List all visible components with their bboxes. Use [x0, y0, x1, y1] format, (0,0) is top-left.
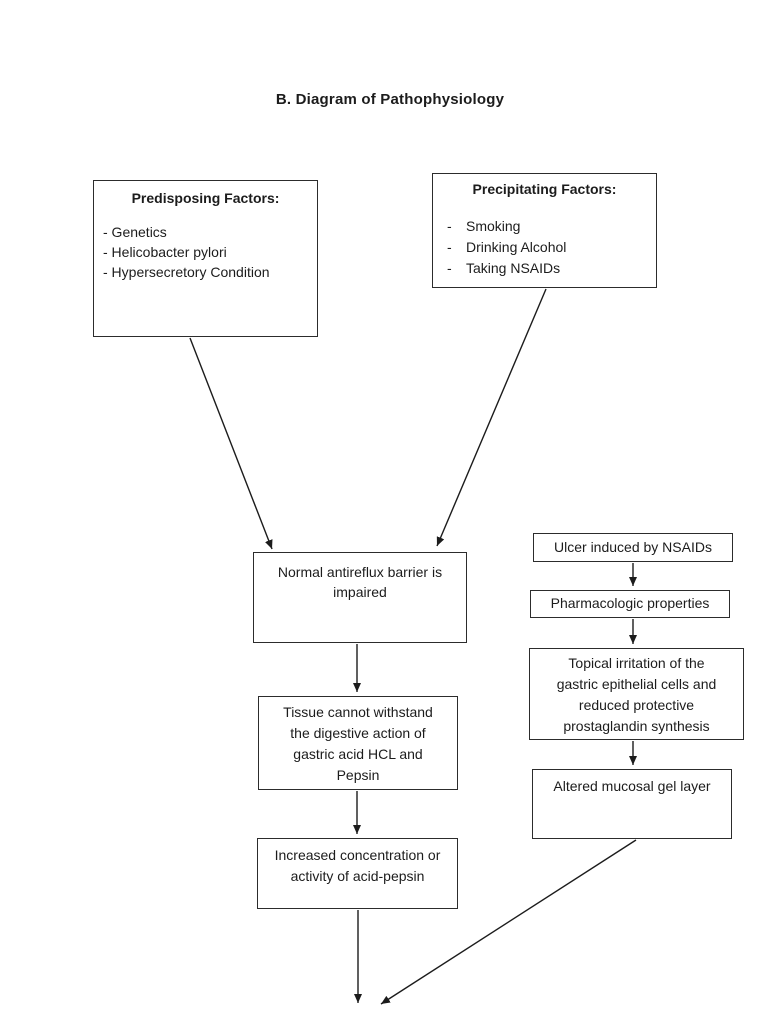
node-text-line: Altered mucosal gel layer [553, 778, 711, 794]
arrow-altered-to-bottom [380, 839, 637, 1005]
node-text-line: Ulcer induced by NSAIDs [554, 539, 712, 555]
list-dash: - [447, 239, 452, 255]
node-pharmacologic-properties: Pharmacologic properties [530, 590, 730, 618]
node-text-line: gastric acid HCL and [293, 746, 423, 762]
arrow-predisposing-to-barrier [189, 337, 273, 550]
node-text-line: Tissue cannot withstand [283, 704, 433, 720]
node-text-line: Pepsin [336, 767, 380, 783]
precipitating-heading: Precipitating Factors: [472, 181, 617, 197]
diagram-title: B. Diagram of Pathophysiology [275, 91, 505, 108]
node-text-line: the digestive action of [290, 725, 426, 741]
list-dash: - [447, 218, 452, 234]
arrow-precipitating-to-barrier [436, 288, 547, 547]
list-item: -Taking NSAIDs [447, 258, 656, 279]
node-text-line: prostaglandin synthesis [563, 718, 710, 734]
node-ulcer-induced-by-nsaids: Ulcer induced by NSAIDs [533, 533, 733, 562]
node-text-line: gastric epithelial cells and [556, 676, 717, 692]
list-item-text: Drinking Alcohol [466, 239, 567, 255]
node-tissue-cannot-withstand: Tissue cannot withstand the digestive ac… [258, 696, 458, 790]
node-text-line: impaired [333, 584, 387, 600]
node-text-line: Increased concentration or [274, 847, 441, 863]
list-item: - Genetics [103, 224, 167, 240]
precipitating-list: -Smoking -Drinking Alcohol -Taking NSAID… [433, 216, 656, 279]
predisposing-heading: Predisposing Factors: [131, 190, 280, 206]
predisposing-list: - Genetics - Helicobacter pylori - Hyper… [94, 222, 317, 282]
node-text-line: reduced protective [578, 697, 695, 713]
node-predisposing-factors: Predisposing Factors: - Genetics - Helic… [93, 180, 318, 337]
list-item: -Drinking Alcohol [447, 237, 656, 258]
list-item-text: Taking NSAIDs [466, 260, 561, 276]
node-barrier-impaired: Normal antireflux barrier is impaired [253, 552, 467, 643]
list-item: - Helicobacter pylori [103, 244, 227, 260]
node-precipitating-factors: Precipitating Factors: -Smoking -Drinkin… [432, 173, 657, 288]
node-text-line: activity of acid-pepsin [290, 868, 425, 884]
node-altered-mucosal-gel-layer: Altered mucosal gel layer [532, 769, 732, 839]
list-item: - Hypersecretory Condition [103, 264, 270, 280]
list-item-text: Smoking [466, 218, 521, 234]
node-topical-irritation: Topical irritation of the gastric epithe… [529, 648, 744, 740]
list-item: -Smoking [447, 216, 656, 237]
node-text-line: Topical irritation of the [568, 655, 705, 671]
node-text-line: Pharmacologic properties [550, 595, 710, 611]
node-text-line: Normal antireflux barrier is [277, 564, 443, 580]
list-dash: - [447, 260, 452, 276]
node-increased-acid-pepsin: Increased concentration or activity of a… [257, 838, 458, 909]
